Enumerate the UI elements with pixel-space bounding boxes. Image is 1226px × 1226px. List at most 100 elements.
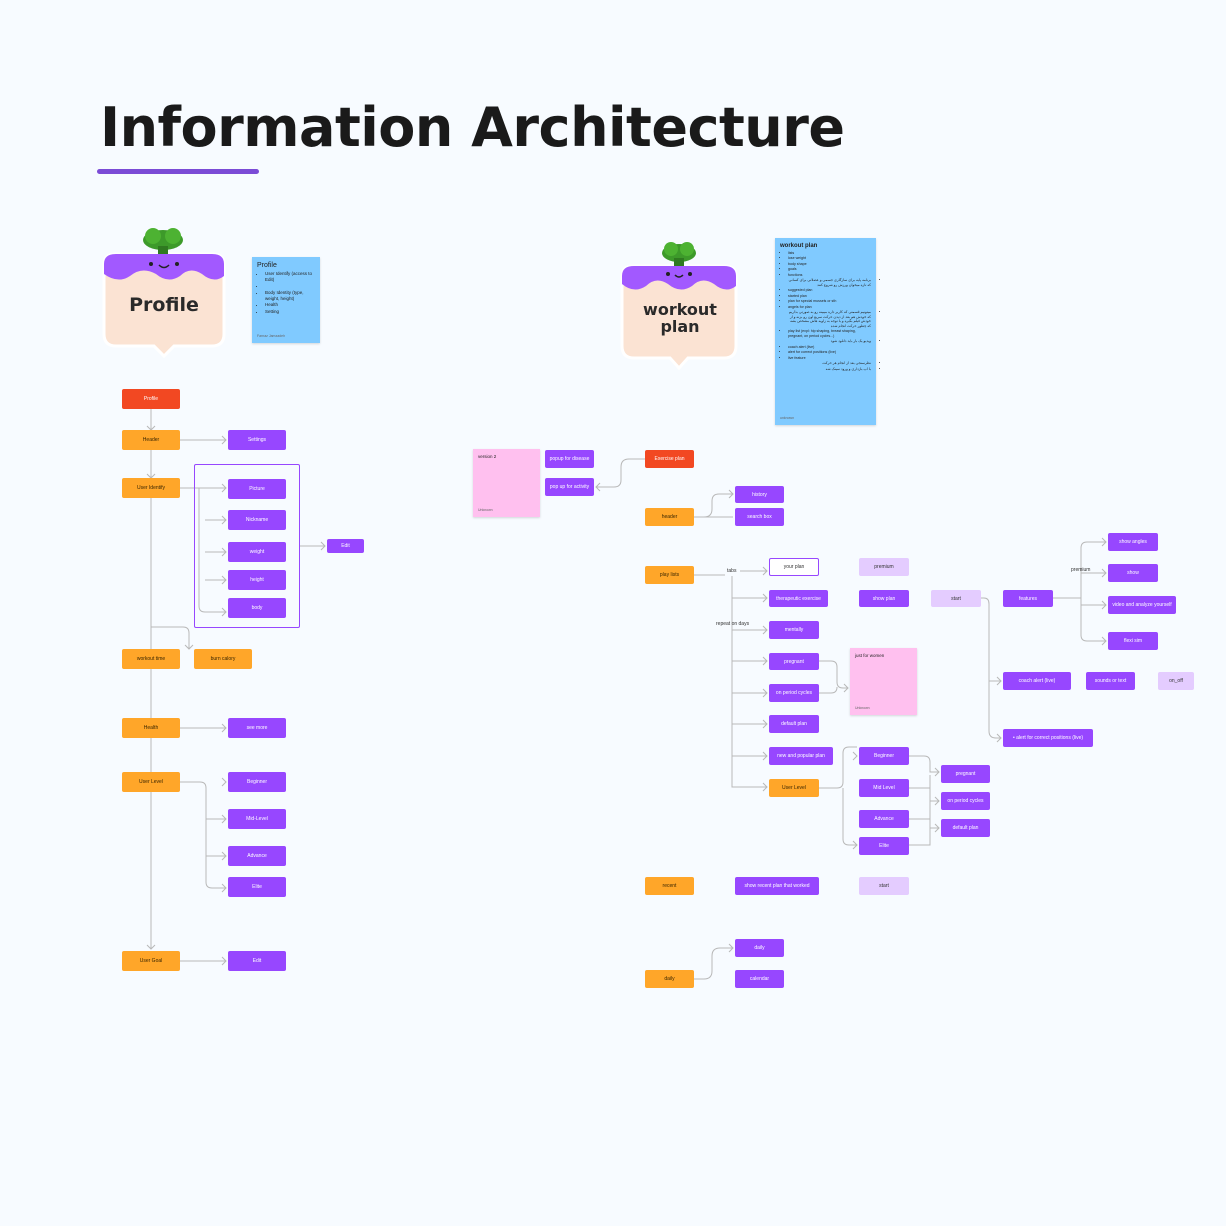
premium-label: premium [1071,567,1091,573]
node-burn-calory[interactable]: burn calory [194,649,252,669]
note-item: coach alert (live) [788,345,871,349]
node-body[interactable]: body [228,598,286,618]
note-title: workout plan [780,243,818,249]
node-pregnant[interactable]: pregnant [769,653,819,670]
node-health[interactable]: Health [122,718,180,738]
node-show-angles[interactable]: show angles [1108,533,1158,551]
node-daily[interactable]: daily [645,970,694,988]
note-item: alert for correct positions (live) [788,350,871,354]
node-search-box[interactable]: search box [735,508,784,526]
version-sticky-note[interactable]: version 2 Unknown [473,449,540,517]
node-user-level[interactable]: User Level [769,779,819,797]
note-item [265,283,315,289]
note-title: version 2 [478,454,497,459]
node-premium[interactable]: premium [859,558,909,576]
node-nickname[interactable]: Nickname [228,510,286,530]
node-level-pregnant[interactable]: pregnant [941,765,990,783]
node-advance[interactable]: Advance [228,846,286,866]
node-beginner[interactable]: Beginner [228,772,286,792]
node-on-off[interactable]: on_off [1158,672,1194,690]
workout-mascot-label: workout plan [643,300,717,336]
note-item: lists [788,251,871,255]
page-title: Information Architecture [100,96,845,159]
node-height[interactable]: height [228,570,286,590]
node-sounds-or-text[interactable]: sounds or text [1086,672,1135,690]
workout-mascot: workout plan [618,240,742,372]
node-level-on-period[interactable]: on period cycles [941,792,990,810]
node-new-popular-plan[interactable]: new and popular plan [769,747,833,765]
node-edit[interactable]: Edit [327,539,364,553]
note-item: ویدیو یک بار باید دانلود شود [788,339,871,343]
note-item: lose weight [788,256,871,260]
workout-sticky-note[interactable]: workout plan lists lose weight body shap… [775,238,876,425]
node-features[interactable]: features [1003,590,1053,607]
node-user-level[interactable]: User Level [122,772,180,792]
node-level-elite[interactable]: Elite [859,837,909,855]
women-sticky-note[interactable]: just for women Unknown [850,648,917,715]
node-picture[interactable]: Picture [228,479,286,499]
node-coach-alert[interactable]: coach alert (live) [1003,672,1071,690]
note-item: Health [265,302,315,308]
node-play-lists[interactable]: play lists [645,566,694,584]
node-flexi-sim[interactable]: flexi sim [1108,632,1158,650]
note-author: Unknown [478,508,493,512]
node-on-period-cycles[interactable]: on period cycles [769,684,819,702]
profile-sticky-note[interactable]: Profile User Identify (access to Edit) B… [252,257,320,343]
node-user-goal[interactable]: User Goal [122,951,180,971]
note-item: suggested plan [788,288,871,292]
turnip-mascot-icon [102,228,226,359]
node-mid-level[interactable]: Mid-Level [228,809,286,829]
node-user-identify[interactable]: User Identify [122,478,180,498]
node-therapeutic-exercise[interactable]: therapeutic exercise [769,590,828,607]
tabs-label: tabs [727,568,737,574]
node-start[interactable]: start [931,590,981,607]
node-level-beginner[interactable]: Beginner [859,747,909,765]
node-popup-activity[interactable]: pop up for activity [545,478,594,496]
node-elite[interactable]: Elite [228,877,286,897]
note-item: نظرسنجی بعد از انجام هر حرکت [788,361,871,365]
profile-mascot-label: Profile [129,294,199,316]
note-item: play list (expl: hip shaping, breast sha… [788,329,871,338]
profile-connectors [150,409,325,962]
node-mentally[interactable]: mentally [769,621,819,639]
note-author: unknown [780,416,795,420]
note-title: Profile [257,262,277,269]
note-item: started plan [788,294,871,298]
node-level-mid[interactable]: Mid Level [859,779,909,797]
node-show[interactable]: show [1108,564,1158,582]
note-item: plan for special mussels or sth [788,299,871,303]
repeat-on-days-label: repeat on days [716,621,750,627]
node-goal-edit[interactable]: Edit [228,951,286,971]
node-settings[interactable]: Settings [228,430,286,450]
node-history[interactable]: history [735,486,784,503]
node-level-advance[interactable]: Advance [859,810,909,828]
profile-mascot: Profile [90,226,238,359]
node-exercise-plan[interactable]: Exercise plan [645,450,694,468]
node-popup-disease[interactable]: popup for disease [545,450,594,468]
note-item: live feature [788,356,871,360]
note-item: Body Identity (type, weight, height) [265,290,315,301]
node-show-recent-plan[interactable]: show recent plan that worked [735,877,819,895]
turnip-mascot-icon [620,242,738,371]
node-video-analyze[interactable]: video and analyze yourself [1108,596,1176,614]
node-weight[interactable]: weight [228,542,286,562]
node-profile[interactable]: Profile [122,389,180,409]
node-workout-time[interactable]: workout time [122,649,180,669]
identify-group-frame [194,464,300,628]
note-title: just for women [855,653,885,658]
node-your-plan[interactable]: your plan [769,558,819,576]
node-recent[interactable]: recent [645,877,694,895]
node-daily-item[interactable]: daily [735,939,784,957]
node-header[interactable]: header [645,508,694,526]
node-see-more[interactable]: see more [228,718,286,738]
note-author: Farnaz Jamzadeh [257,334,286,338]
node-default-plan[interactable]: default plan [769,715,819,733]
note-item: body shape [788,262,871,266]
node-calendar[interactable]: calendar [735,970,784,988]
node-alert-positions[interactable]: • alert for correct positions (live) [1003,729,1093,747]
node-level-default-plan[interactable]: default plan [941,819,990,837]
node-recent-start[interactable]: start [859,877,909,895]
node-show-plan[interactable]: show plan [859,590,909,607]
node-header[interactable]: Header [122,430,180,450]
